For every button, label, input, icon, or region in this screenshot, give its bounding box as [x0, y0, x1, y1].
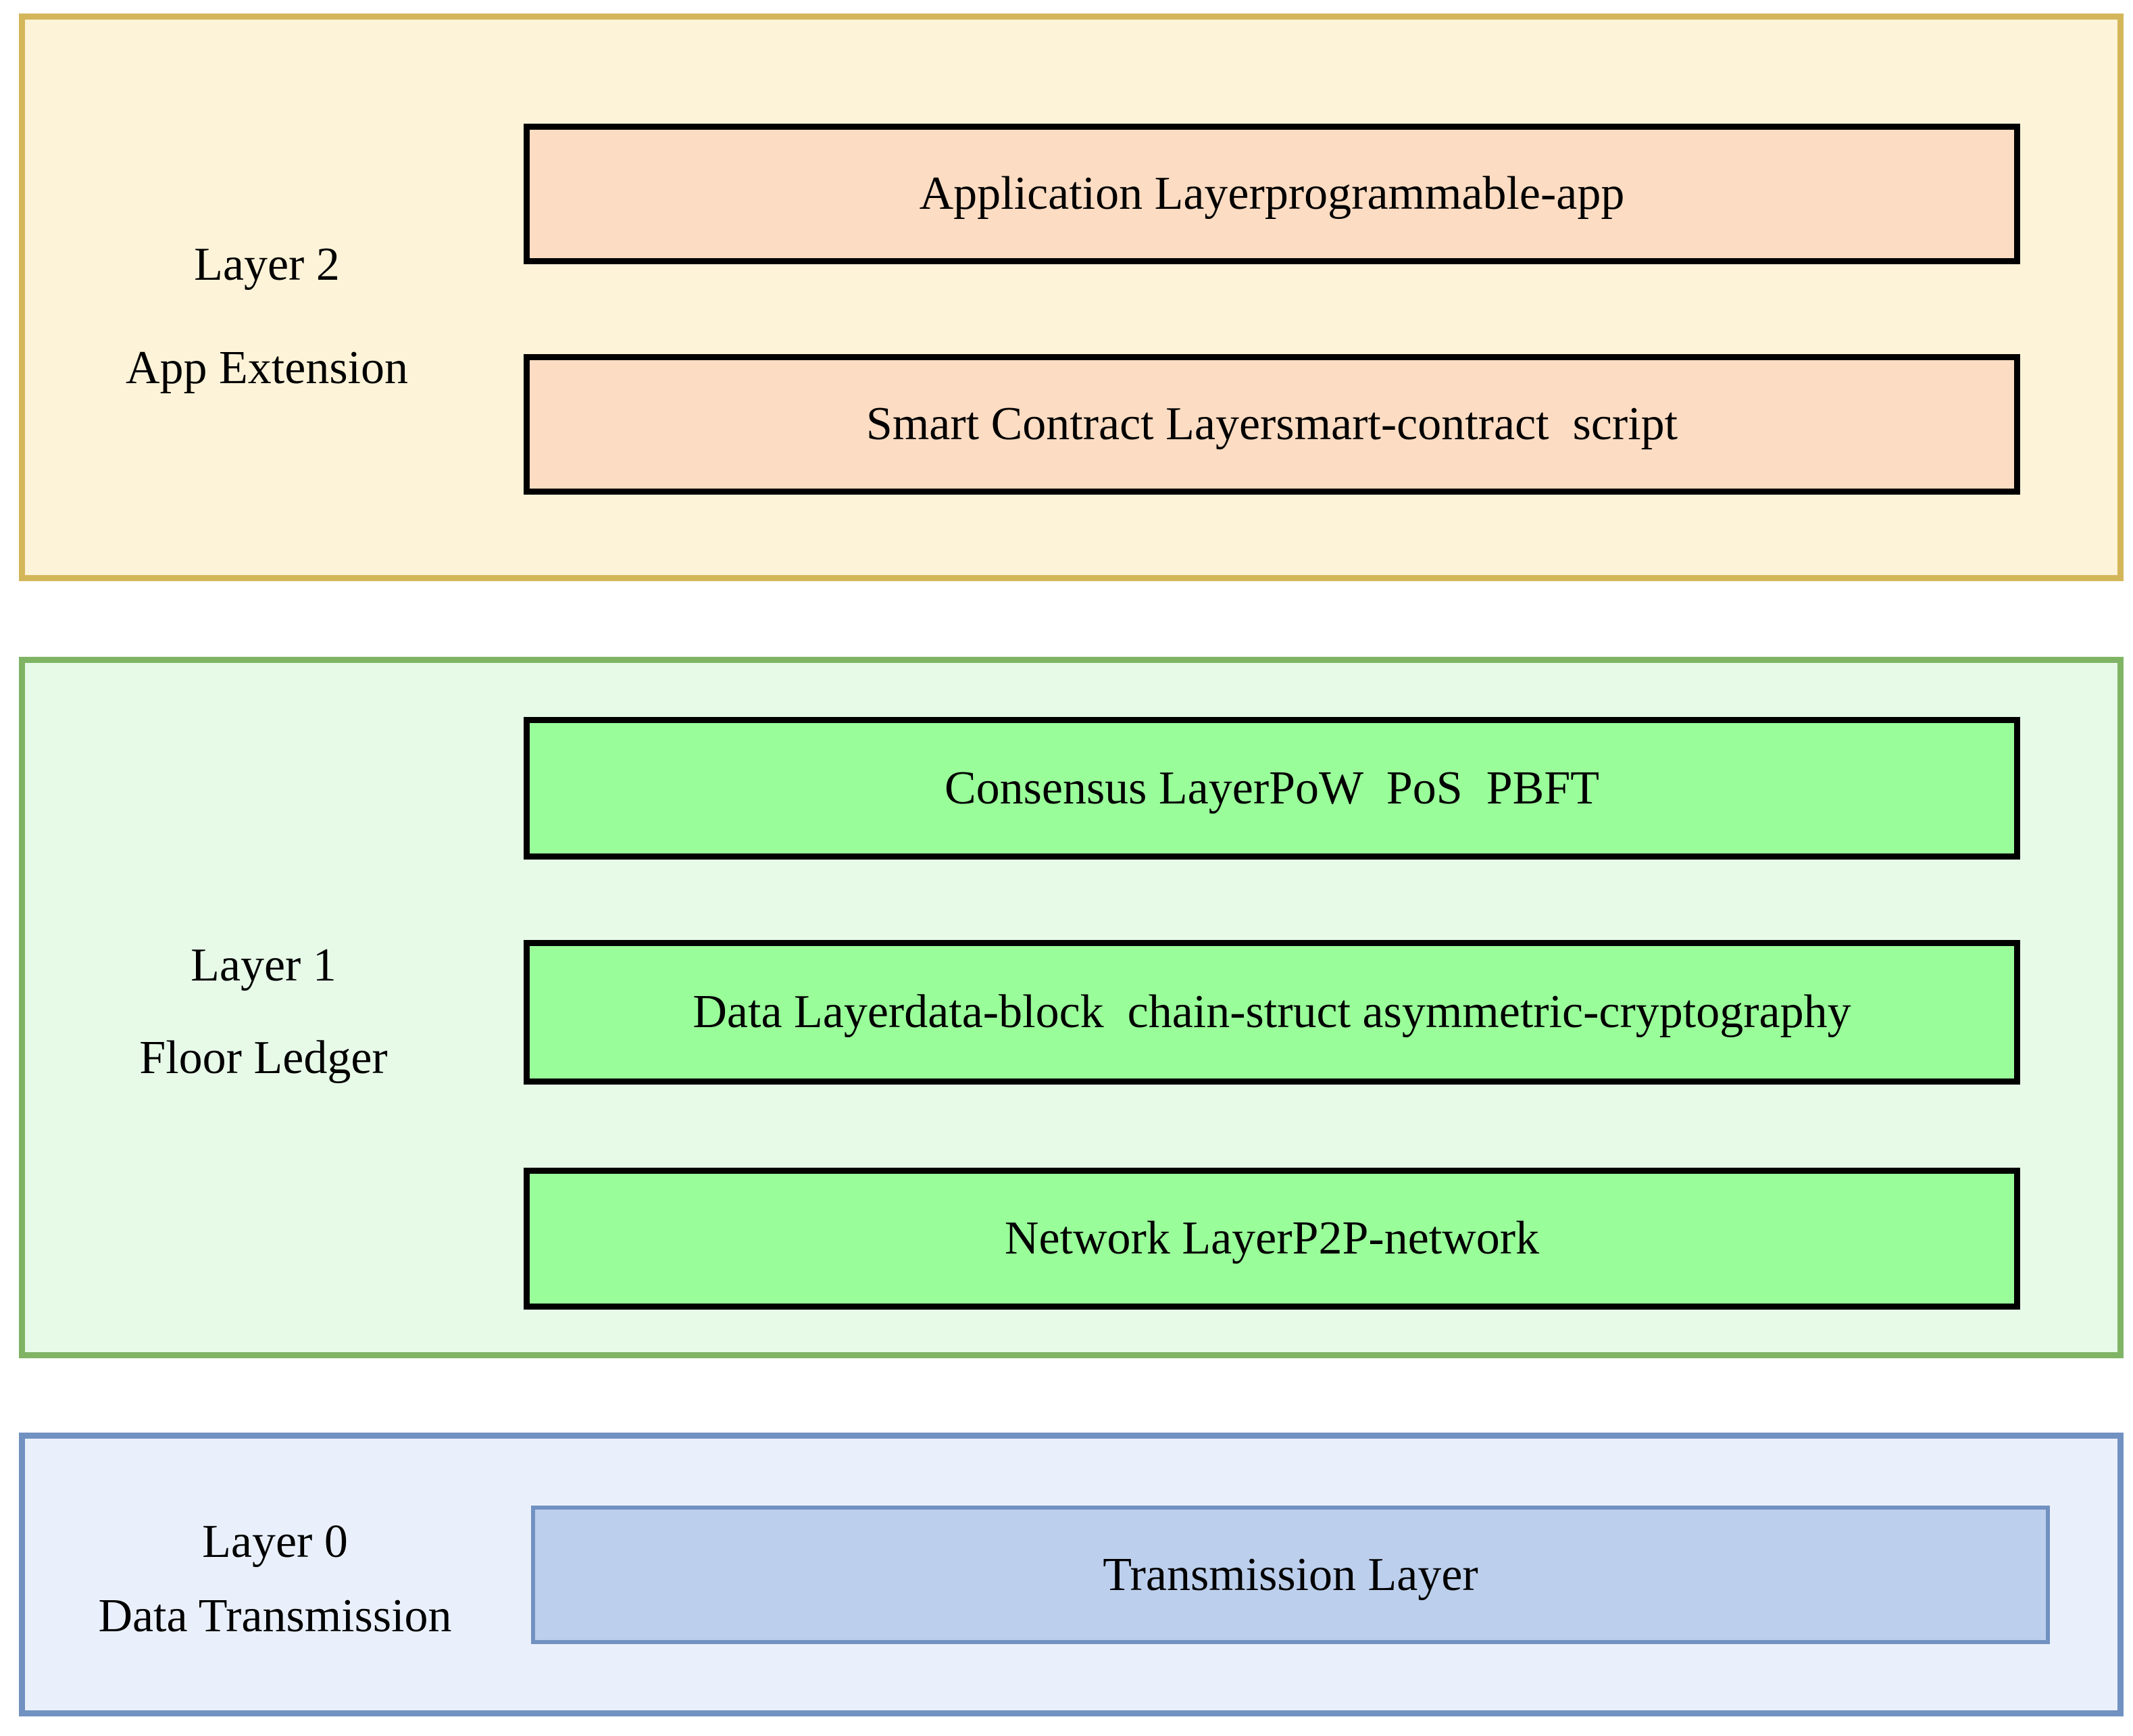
consensus-layer-box: Consensus LayerPoW PoS PBFT: [524, 717, 2020, 860]
application-layer-box: Application Layerprogrammable-app: [524, 124, 2020, 264]
layer0-label: Layer 0: [202, 1516, 348, 1568]
transmission-layer-label: Transmission Layer: [1103, 1548, 1478, 1601]
transmission-layer-box: Transmission Layer: [531, 1506, 2050, 1644]
layer1-label: Layer 1: [191, 939, 336, 991]
layer2-sublabel: App Extension: [125, 342, 409, 394]
section-layer0-data-transmission: Layer 0 Data Transmission Transmission L…: [19, 1433, 2124, 1716]
section-layer2-app-extension: Layer 2 App Extension Application Layerp…: [19, 14, 2124, 581]
layer0-sublabel: Data Transmission: [98, 1590, 452, 1642]
section-layer1-floor-ledger: Layer 1 Floor Ledger Consensus LayerPoW …: [19, 657, 2124, 1358]
network-layer-label: Network LayerP2P-network: [1004, 1212, 1540, 1264]
data-layer-box: Data Layerdata-block chain-struct asymme…: [524, 940, 2020, 1085]
network-layer-box: Network LayerP2P-network: [524, 1168, 2020, 1310]
consensus-layer-label: Consensus LayerPoW PoS PBFT: [944, 762, 1600, 814]
layer1-sublabel: Floor Ledger: [139, 1032, 388, 1084]
application-layer-label: Application Layerprogrammable-app: [919, 168, 1625, 220]
data-layer-label: Data Layerdata-block chain-struct asymme…: [693, 986, 1851, 1038]
layer2-label: Layer 2: [194, 239, 340, 291]
smart-contract-layer-label: Smart Contract Layersmart-contract scrip…: [865, 398, 1678, 450]
smart-contract-layer-box: Smart Contract Layersmart-contract scrip…: [524, 354, 2020, 495]
